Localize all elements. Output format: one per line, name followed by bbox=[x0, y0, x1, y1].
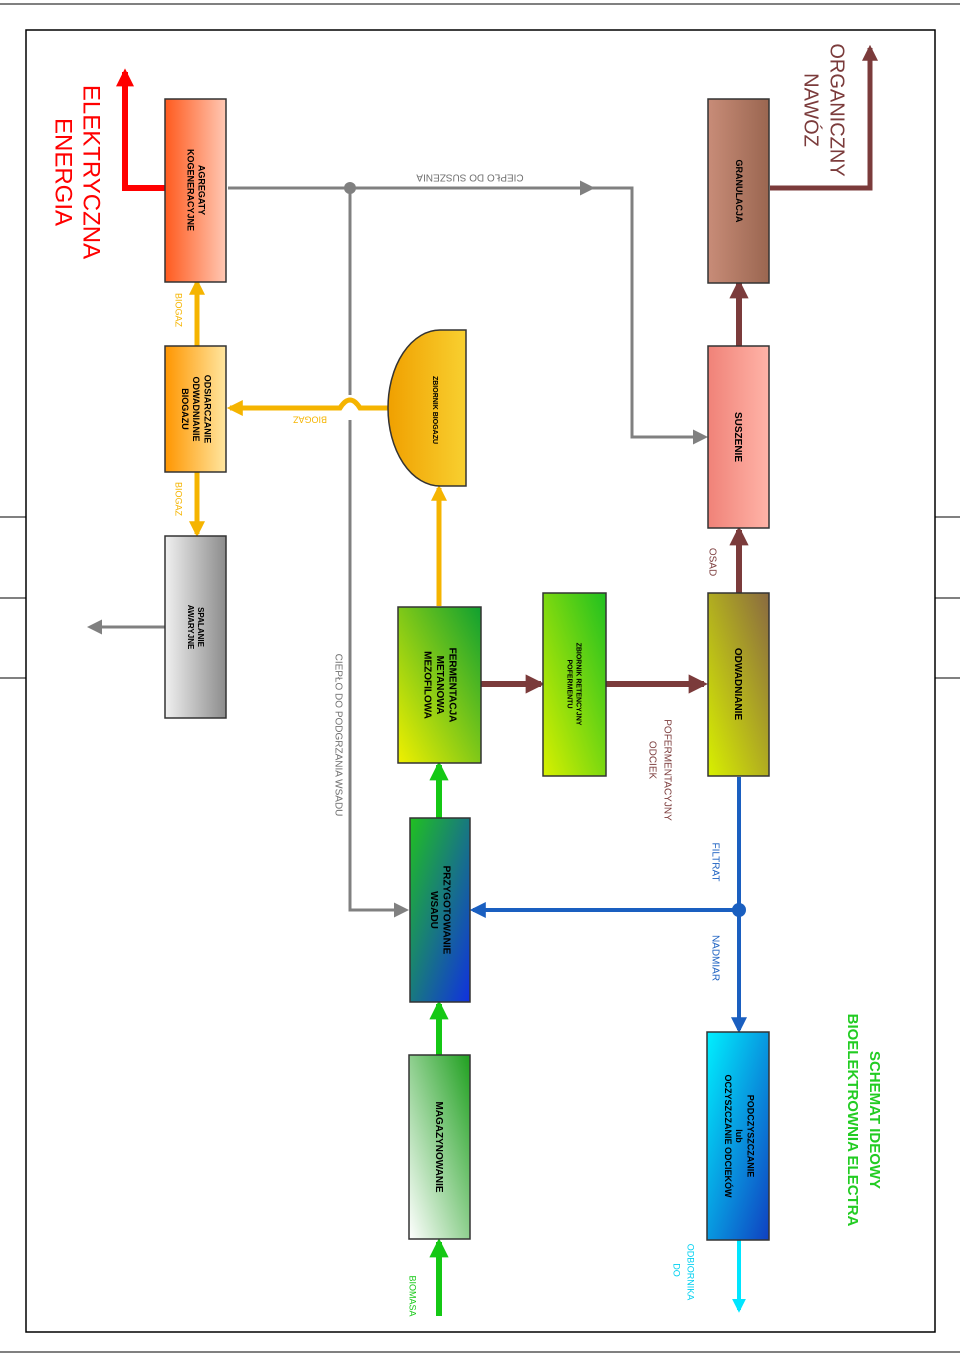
block-granulacja: GRANULACJA bbox=[707, 98, 770, 284]
filtrate-lines bbox=[469, 777, 747, 1034]
block-label-line: BIOGAZU bbox=[179, 388, 189, 430]
block-label-line: ODSIARCZANIE bbox=[202, 375, 212, 444]
label-cieplo-do-suszenia: CIEPŁO DO SUSZENIA bbox=[416, 171, 524, 182]
digestate-lines bbox=[481, 44, 879, 694]
block-oczyszczanie: ODSIARCZANIEODWADNIANIEBIOGAZU bbox=[164, 345, 227, 473]
block-label-line: SUSZENIE bbox=[732, 412, 743, 462]
electricity-arrow bbox=[116, 68, 165, 191]
heat-drying-line bbox=[228, 186, 708, 445]
block-label-suszenie: SUSZENIE bbox=[732, 412, 743, 462]
biogas-from-zbiornik-arrow bbox=[226, 397, 389, 417]
block-zbiornik-retencyjny: ZBIORNIK RETENCYJNYPOFERMENTU bbox=[542, 592, 607, 777]
block-label-line: MAGAZYNOWANIE bbox=[433, 1101, 444, 1192]
block-label-line: PODCZYSZCZANIE bbox=[745, 1095, 755, 1178]
block-label-magazynowanie: MAGAZYNOWANIE bbox=[433, 1101, 444, 1192]
block-fermentacja: FERMENTACJAMETANOWAMEZOFILOWA bbox=[397, 606, 482, 764]
block-label-line: AGREGATY bbox=[196, 165, 206, 215]
block-label-przygotowanie: PRZYGOTOWANIEWSADU bbox=[428, 866, 452, 955]
heat-feed-line bbox=[348, 188, 406, 910]
block-agregaty: AGREGATYKOGENERACYJNE bbox=[164, 98, 227, 283]
svg-text:DO: DO bbox=[672, 1263, 682, 1277]
block-label-line: PRZYGOTOWANIE bbox=[441, 866, 452, 955]
block-label-odwadnianie: ODWADNIANIE bbox=[732, 648, 743, 721]
biogas-lines bbox=[188, 278, 448, 606]
block-suszenie: SUSZENIE bbox=[707, 345, 770, 529]
block-odwadnianie: ODWADNIANIE bbox=[707, 592, 770, 777]
block-label-line: ODWADNIANIE bbox=[732, 648, 743, 721]
svg-text:POFERMENTACYJNY: POFERMENTACYJNY bbox=[661, 719, 672, 821]
label-filtrat: FILTRAT bbox=[709, 842, 720, 881]
output-nawoz: NAWÓZ ORGANICZNY bbox=[800, 43, 848, 176]
filtrat-junction-dot bbox=[732, 903, 746, 917]
block-label-spalanie: SPALANIEAWARYJNE bbox=[186, 605, 205, 650]
block-podczyszczanie: PODCZYSZCZANIElubOCZYSZCZANIE ODCIEKÓW bbox=[706, 1031, 770, 1241]
block-zbiornik-biogazu: ZBIORNIK BIOGAZU bbox=[387, 329, 467, 487]
label-cieplo-do-podgrzania: CIEPŁO DO PODGRZANIA WSADU bbox=[332, 654, 343, 817]
page-frame bbox=[0, 3, 960, 1353]
block-label-line: MEZOFILOWA bbox=[422, 651, 433, 719]
block-label-granulacja: GRANULACJA bbox=[734, 160, 744, 224]
block-label-line: METANOWA bbox=[434, 656, 445, 715]
svg-text:ELEKTRYCZNA: ELEKTRYCZNA bbox=[78, 85, 105, 259]
svg-text:ORGANICZNY: ORGANICZNY bbox=[826, 43, 848, 176]
block-label-zbiornik-biogazu: ZBIORNIK BIOGAZU bbox=[431, 376, 438, 444]
label-do-odbiornika: DO ODBIORNIKA bbox=[672, 1244, 696, 1301]
block-label-line: ZBIORNIK RETENCYJNY bbox=[575, 643, 582, 726]
svg-text:NAWÓZ: NAWÓZ bbox=[800, 73, 823, 147]
svg-text:ENERGIA: ENERGIA bbox=[50, 118, 77, 226]
block-label-line: SPALANIE bbox=[196, 607, 205, 648]
block-label-zbiornik-retencyjny: ZBIORNIK RETENCYJNYPOFERMENTU bbox=[566, 643, 582, 726]
block-label-line: POFERMENTU bbox=[566, 660, 573, 709]
label-nadmiar: NADMIAR bbox=[709, 935, 720, 981]
label-osad: OSAD bbox=[706, 548, 717, 576]
block-label-line: GRANULACJA bbox=[734, 160, 744, 224]
block-label-line: FERMENTACJA bbox=[447, 648, 458, 723]
block-label-agregaty: AGREGATYKOGENERACYJNE bbox=[185, 149, 206, 231]
block-label-line: ODWADNIANIE bbox=[191, 377, 201, 442]
label-odciek: ODCIEK POFERMENTACYJNY bbox=[646, 719, 672, 821]
block-przygotowanie: PRZYGOTOWANIEWSADU bbox=[409, 817, 471, 1003]
svg-text:SCHEMAT IDEOWY: SCHEMAT IDEOWY bbox=[866, 1051, 883, 1189]
label-biogaz-bottom: BIOGAZ bbox=[174, 482, 184, 517]
block-label-line: ZBIORNIK BIOGAZU bbox=[431, 376, 438, 444]
label-biomasa: BIOMASA bbox=[408, 1275, 418, 1316]
block-label-line: WSADU bbox=[428, 891, 439, 929]
block-spalanie: SPALANIEAWARYJNE bbox=[164, 535, 227, 719]
block-label-podczyszczanie: PODCZYSZCZANIElubOCZYSZCZANIE ODCIEKÓW bbox=[722, 1075, 755, 1199]
heat-lines bbox=[87, 180, 708, 910]
fertilizer-output-arrow bbox=[770, 44, 879, 191]
svg-text:ODBIORNIKA: ODBIORNIKA bbox=[686, 1244, 696, 1301]
label-biogaz-top: BIOGAZ bbox=[174, 293, 184, 328]
heat-junction-dot bbox=[344, 182, 356, 194]
block-label-line: lub bbox=[734, 1129, 744, 1143]
block-label-fermentacja: FERMENTACJAMETANOWAMEZOFILOWA bbox=[422, 648, 458, 723]
block-label-oczyszczanie: ODSIARCZANIEODWADNIANIEBIOGAZU bbox=[179, 375, 212, 444]
block-label-line: OCZYSZCZANIE ODCIEKÓW bbox=[722, 1075, 733, 1199]
block-label-line: KOGENERACYJNE bbox=[185, 149, 195, 231]
block-label-line: AWARYJNE bbox=[186, 605, 195, 650]
output-energia: ENERGIA ELEKTRYCZNA bbox=[50, 85, 105, 259]
label-biogaz-zbiornik: BIOGAZ bbox=[293, 415, 328, 425]
svg-text:ODCIEK: ODCIEK bbox=[646, 741, 657, 780]
block-magazynowanie: MAGAZYNOWANIE bbox=[408, 1054, 471, 1240]
diagram-title: BIOELEKTROWNIA ELECTRA SCHEMAT IDEOWY bbox=[844, 1014, 883, 1227]
svg-text:BIOELEKTROWNIA ELECTRA: BIOELEKTROWNIA ELECTRA bbox=[844, 1014, 861, 1227]
